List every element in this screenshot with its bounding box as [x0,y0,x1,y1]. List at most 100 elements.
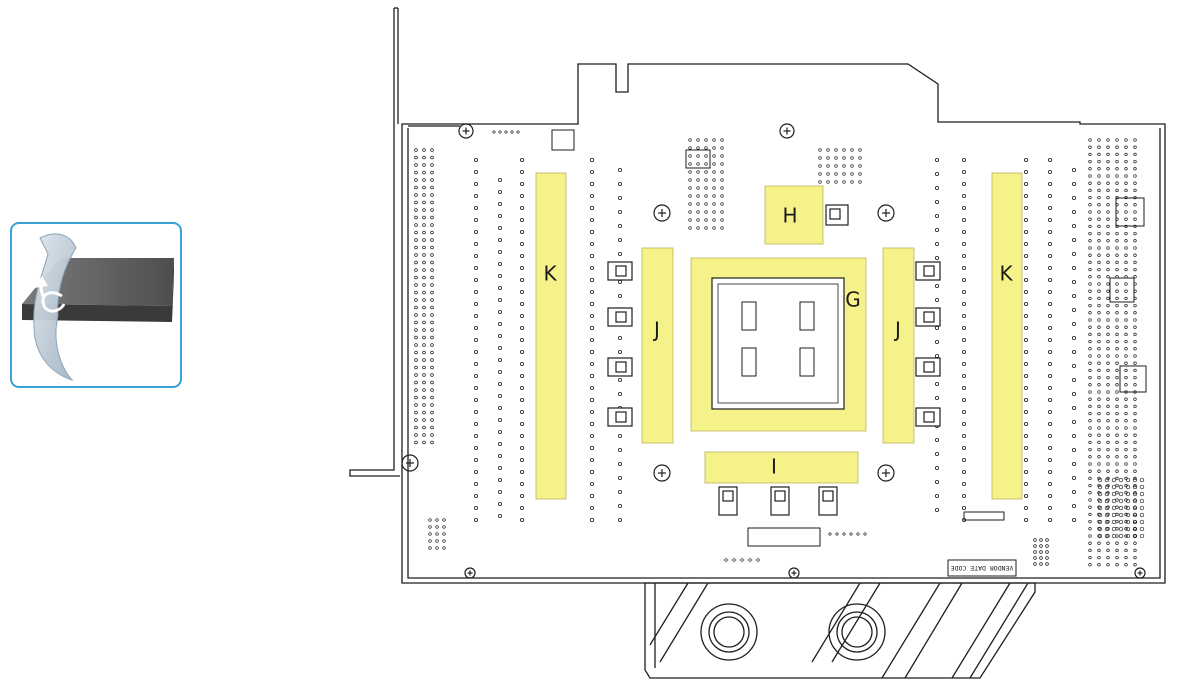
via [422,403,426,407]
via [856,532,860,536]
via [430,403,434,407]
via [590,313,595,318]
via [497,357,502,362]
via [1133,231,1137,236]
via [497,189,502,194]
via [1097,526,1103,532]
via [1097,267,1101,272]
via [1115,188,1119,193]
via [430,283,434,287]
via [1072,475,1077,480]
via [422,290,426,295]
via [1088,217,1092,221]
choke-core [722,490,734,502]
via [1111,533,1117,539]
via [1048,229,1053,234]
via [962,397,967,402]
via [1024,457,1029,462]
via [618,251,623,256]
via [962,205,967,210]
via [1048,385,1053,390]
via [712,162,716,166]
via [1115,447,1119,452]
via [1132,491,1138,497]
via [498,130,502,134]
via [704,154,708,158]
via [430,410,434,415]
via [1124,354,1128,358]
screw-hole [653,204,671,222]
via [962,421,967,426]
via [1024,337,1029,342]
via [473,518,478,523]
via [1106,368,1110,373]
via [1106,188,1110,193]
screw-hole [458,123,474,139]
via [935,157,940,162]
choke-core [923,311,935,323]
via [1072,503,1077,508]
via [1045,556,1049,560]
via [422,425,426,430]
via [1088,203,1092,207]
via [1115,339,1119,344]
via [1039,538,1043,542]
via [1088,253,1092,257]
via [414,358,418,362]
via [1097,375,1101,380]
via [962,361,967,366]
via [1088,303,1092,308]
via [1097,512,1103,518]
via [1048,277,1053,282]
via [1097,354,1101,358]
via [430,193,434,197]
via [756,558,760,562]
via [430,200,434,205]
via [430,275,434,280]
via [520,457,525,462]
via [1048,217,1053,222]
via [422,223,426,227]
via [1132,484,1138,490]
via [818,164,822,168]
via [497,514,502,519]
via [1024,493,1029,498]
via [1097,491,1103,497]
gpu-capacitor [799,301,815,331]
via [430,208,434,212]
via [618,447,623,452]
via [1072,321,1077,326]
via [1115,390,1119,394]
via [849,532,853,536]
via [1088,339,1092,344]
choke-core [615,311,627,323]
via [520,373,525,378]
via [414,148,418,152]
via [1048,481,1053,486]
via [1072,349,1077,354]
via [1088,167,1092,171]
via [473,325,478,330]
via [1106,347,1110,351]
via [1133,541,1137,545]
via [430,335,434,340]
via [1106,174,1110,178]
via [1097,217,1101,221]
via [1124,152,1128,157]
via [1088,469,1092,473]
via [1133,275,1137,279]
via [590,325,595,330]
screw-hole [464,567,476,579]
via [422,275,426,280]
gpu-capacitor [799,347,815,377]
via [1048,265,1053,270]
via [962,505,967,510]
choke-core [774,490,786,502]
via [1045,550,1049,554]
via [1024,505,1029,510]
via [688,202,692,206]
via [497,429,502,434]
via [1133,246,1137,250]
via [520,481,525,486]
via [1097,347,1101,351]
